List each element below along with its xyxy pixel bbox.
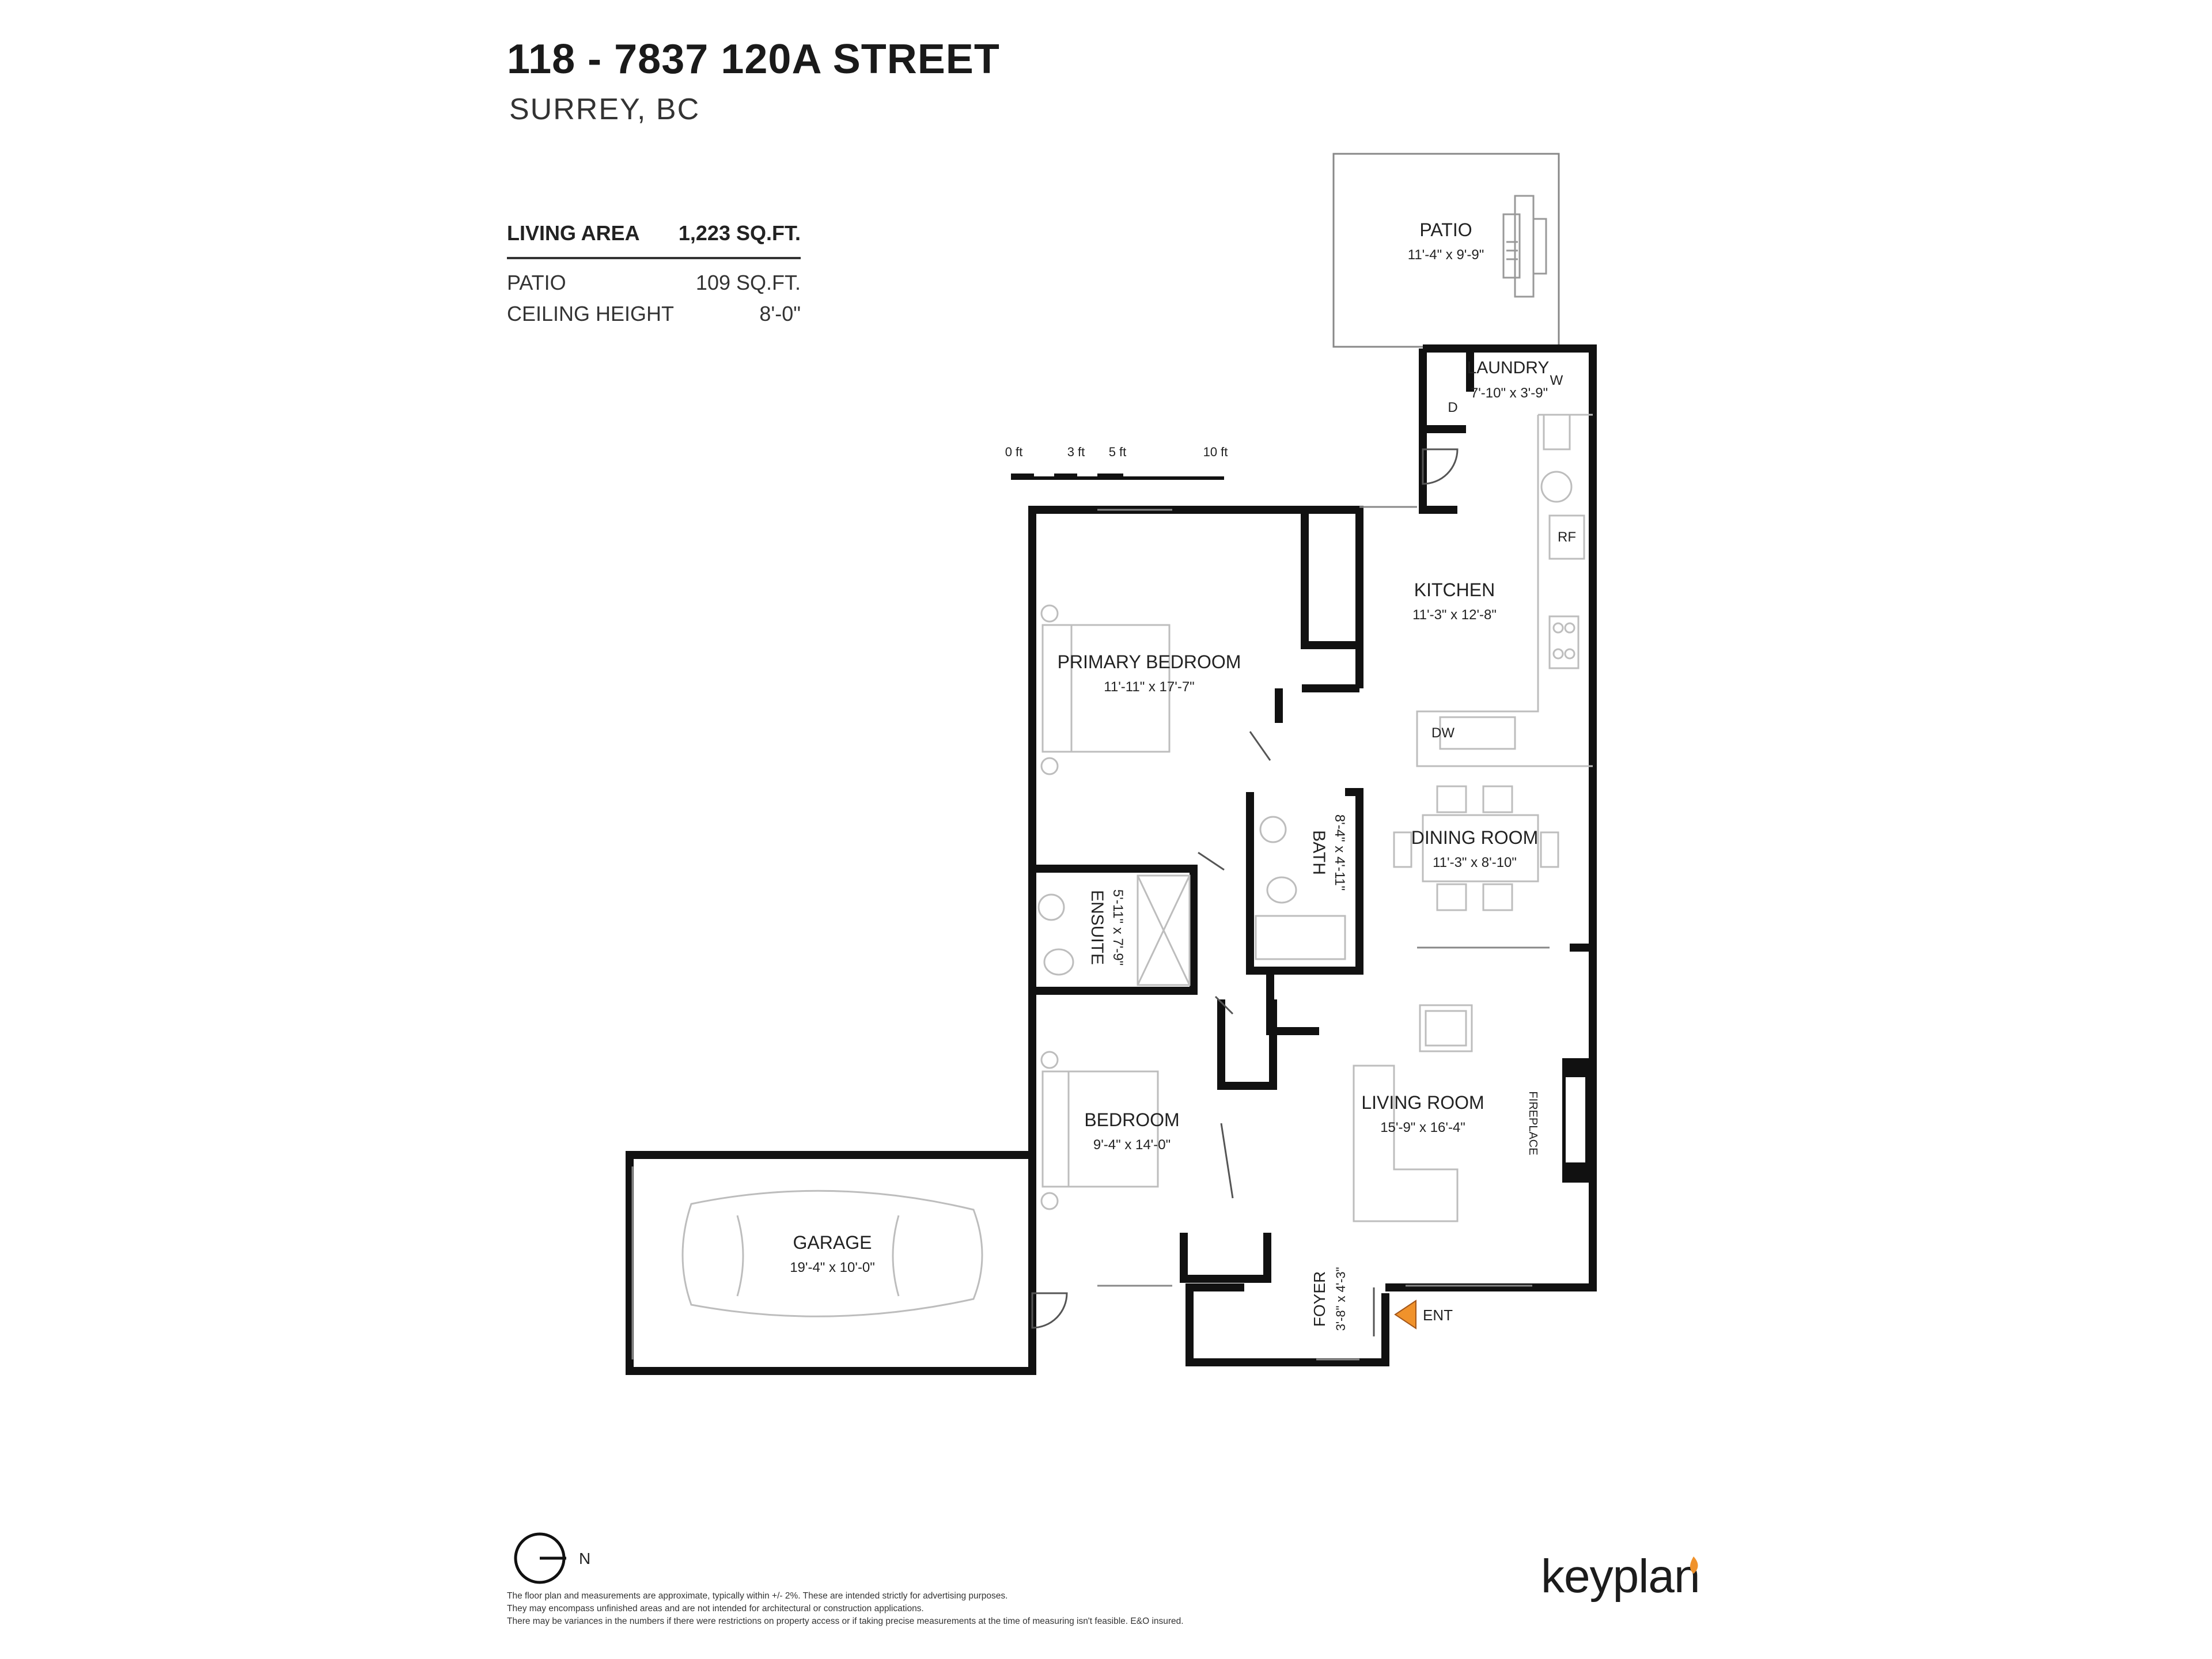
stat-ceiling-height: CEILING HEIGHT 8'-0" bbox=[507, 302, 801, 326]
compass-label: N bbox=[579, 1550, 590, 1567]
entry-arrow-icon bbox=[1394, 1300, 1416, 1330]
room-label-primary-bedroom: PRIMARY BEDROOM bbox=[1058, 652, 1241, 672]
room-label-dining-room: DINING ROOM bbox=[1411, 827, 1538, 848]
disclaimer-line: The floor plan and measurements are appr… bbox=[507, 1591, 1008, 1601]
property-city: SURREY, BC bbox=[509, 93, 700, 126]
room-label-bath: BATH bbox=[1309, 830, 1328, 875]
room-dims-bath: 8'-4" x 4'-11" bbox=[1332, 815, 1347, 891]
fireplace-icon bbox=[1562, 1058, 1589, 1183]
disclaimer-line: They may encompass unfinished areas and … bbox=[507, 1604, 924, 1613]
stat-value: 109 SQ.FT. bbox=[695, 271, 801, 294]
dishwasher-label: DW bbox=[1431, 725, 1455, 741]
brand-flame-icon bbox=[1690, 1556, 1698, 1574]
stat-value: 1,223 SQ.FT. bbox=[678, 221, 801, 245]
dryer-label: D bbox=[1448, 400, 1457, 415]
compass-icon bbox=[514, 1532, 566, 1584]
stat-divider bbox=[507, 257, 801, 259]
scale-label-10: 10 ft bbox=[1203, 445, 1228, 459]
room-dims-primary-bedroom: 11'-11" x 17'-7" bbox=[1104, 679, 1194, 695]
room-label-bedroom: BEDROOM bbox=[1084, 1109, 1179, 1130]
room-dims-bedroom: 9'-4" x 14'-0" bbox=[1093, 1137, 1171, 1153]
room-dims-ensuite: 5'-11" x 7'-9" bbox=[1110, 889, 1126, 965]
room-label-foyer: FOYER bbox=[1310, 1271, 1328, 1327]
room-label-laundry: LAUNDRY bbox=[1467, 358, 1550, 377]
room-dims-foyer: 3'-8" x 4'-3" bbox=[1334, 1267, 1348, 1331]
furniture bbox=[681, 414, 1593, 1317]
exterior-walls bbox=[626, 344, 1597, 1375]
room-dims-kitchen: 11'-3" x 12'-8" bbox=[1412, 607, 1497, 623]
disclaimer: The floor plan and measurements are appr… bbox=[507, 1590, 1601, 1628]
windows bbox=[631, 506, 1550, 1361]
room-label-patio: PATIO bbox=[1419, 219, 1472, 240]
stat-living-area: LIVING AREA 1,223 SQ.FT. bbox=[507, 221, 801, 245]
room-dims-garage: 19'-4" x 10'-0" bbox=[790, 1260, 875, 1275]
room-label-kitchen: KITCHEN bbox=[1414, 579, 1495, 600]
scale-label-0: 0 ft bbox=[1005, 445, 1023, 459]
stat-label: CEILING HEIGHT bbox=[507, 302, 675, 325]
washer-label: W bbox=[1550, 373, 1563, 388]
scale-bar bbox=[1011, 474, 1224, 480]
brand-logo: keyplan bbox=[1541, 1550, 1700, 1603]
room-dims-dining-room: 11'-3" x 8'-10" bbox=[1433, 855, 1517, 870]
scale-label-5: 5 ft bbox=[1109, 445, 1127, 459]
room-label-garage: GARAGE bbox=[793, 1232, 872, 1253]
room-dims-living-room: 15'-9" x 16'-4" bbox=[1380, 1120, 1465, 1135]
fridge-label: RF bbox=[1558, 529, 1576, 545]
room-dims-patio: 11'-4" x 9'-9" bbox=[1408, 247, 1484, 263]
stat-patio: PATIO 109 SQ.FT. bbox=[507, 271, 801, 295]
disclaimer-line: There may be variances in the numbers if… bbox=[507, 1616, 1184, 1626]
room-label-ensuite: ENSUITE bbox=[1088, 890, 1107, 965]
bbq-icon bbox=[1502, 195, 1547, 298]
doors bbox=[1031, 448, 1459, 1336]
fireplace-label: FIREPLACE bbox=[1527, 1091, 1539, 1155]
stat-label: LIVING AREA bbox=[507, 221, 640, 245]
stat-value: 8'-0" bbox=[759, 302, 801, 325]
car-outline bbox=[681, 1190, 983, 1317]
room-dims-laundry: 7'-10" x 3'-9" bbox=[1471, 385, 1548, 401]
entry-label: ENT bbox=[1423, 1306, 1453, 1324]
stat-label: PATIO bbox=[507, 271, 566, 294]
room-label-living-room: LIVING ROOM bbox=[1361, 1092, 1484, 1113]
property-address: 118 - 7837 120A STREET bbox=[507, 36, 1000, 82]
scale-label-3: 3 ft bbox=[1067, 445, 1085, 459]
